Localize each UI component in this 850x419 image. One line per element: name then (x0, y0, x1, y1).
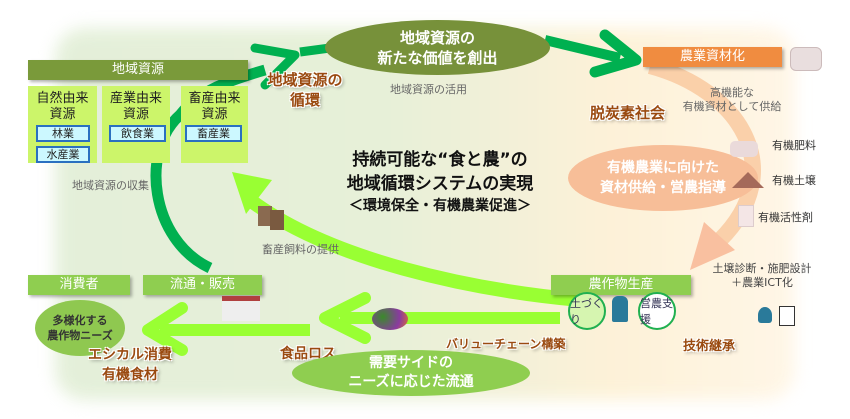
organic-support-line2: 資材供給・営農指導 (600, 180, 726, 196)
center-title-line1: 持続可能な“食と農”の (352, 150, 528, 170)
center-title-line2: 地域循環システムの実現 (346, 174, 534, 194)
badge-food-service: 飲食業 (109, 125, 166, 142)
demand-ellipse: 需要サイドの ニーズに応じた流通 (292, 350, 530, 396)
light-green-arrowhead (232, 172, 272, 214)
industrial-resources-box: 産業由来資源 飲食業 (102, 86, 170, 163)
regional-resources-header: 地域資源 (28, 60, 248, 80)
materials-header: 農業資材化 (643, 47, 782, 67)
consumers-header: 消費者 (28, 275, 130, 295)
industrial-resources-title: 産業由来資源 (109, 91, 162, 122)
circulation-label: 地域資源の 循環 (262, 70, 348, 110)
center-title: 持続可能な“食と農”の 地域循環システムの実現 ＜環境保全・有機農業促進＞ (320, 148, 560, 216)
diverse-needs-line1: 多様化する (52, 314, 108, 327)
ethical-line2: 有機食材 (102, 367, 158, 383)
ethical-consumption-label: エシカル消費 有機食材 (84, 345, 176, 385)
feed-note: 畜産飼料の提供 (262, 243, 339, 256)
soil-building-circle: 土づくり (568, 292, 606, 330)
store-icon (222, 296, 260, 321)
badge-livestock: 畜産業 (185, 125, 242, 142)
product-organic-activator: 有機活性剤 (758, 211, 813, 224)
distribution-header: 流通・販売 (143, 275, 262, 295)
tech-note: 土壌診断・施肥設計 ＋農業ICT化 (706, 262, 818, 290)
tech-note-line1: 土壌診断・施肥設計 (712, 262, 812, 275)
new-value-line1: 地域資源の (399, 28, 475, 47)
circulation-line1: 地域資源の (267, 71, 343, 89)
advisor-icon (758, 307, 772, 323)
collection-note: 地域資源の収集 (72, 179, 149, 192)
feed-bag-icon (258, 206, 272, 226)
utilization-note: 地域資源の活用 (390, 83, 467, 96)
document-pen-icon (779, 306, 795, 326)
natural-resources-title: 自然由来資源 (36, 91, 89, 122)
organic-activator-icon (738, 205, 754, 227)
diverse-needs-line2: 農作物ニーズ (47, 329, 113, 342)
diverse-needs-ellipse: 多様化する 農作物ニーズ (35, 300, 125, 356)
badge-fishery: 水産業 (36, 146, 90, 163)
value-chain-label: バリューチェーン構築 (446, 337, 566, 351)
organic-fertilizer-icon (730, 141, 758, 157)
farming-support-circle: 営農支援 (638, 292, 676, 330)
supply-note: 高機能な 有機資材として供給 (676, 86, 788, 114)
livestock-resources-title: 畜産由来資源 (188, 91, 241, 122)
orange-arrowhead (690, 222, 735, 270)
product-organic-soil: 有機土壌 (772, 174, 816, 187)
supply-note-line1: 高機能な (710, 86, 754, 99)
badge-forestry: 林業 (36, 125, 90, 142)
light-green-flow-arrow (245, 194, 581, 307)
dark-green-flow-arrow (150, 64, 267, 273)
livestock-resources-box: 畜産由来資源 畜産業 (181, 86, 248, 163)
diagram-background (55, 28, 795, 400)
organic-support-line1: 有機農業に向けた (607, 160, 719, 176)
product-organic-fertilizer: 有機肥料 (772, 139, 816, 152)
organic-support-ellipse: 有機農業に向けた 資材供給・営農指導 (568, 145, 758, 211)
vegetables-icon (372, 308, 408, 330)
new-value-line2: 新たな価値を創出 (377, 48, 498, 67)
demand-line1: 需要サイドの (369, 355, 453, 371)
decarbon-label: 脱炭素社会 (590, 104, 666, 122)
natural-resources-box: 自然由来資源 林業 水産業 (28, 86, 97, 163)
tech-succession-label: 技術継承 (683, 339, 736, 354)
organic-soil-icon (732, 172, 764, 188)
new-value-ellipse: 地域資源の 新たな価値を創出 (325, 20, 550, 75)
production-header: 農作物生産 (551, 275, 691, 295)
circulation-line2: 循環 (289, 91, 320, 109)
center-title-line3: ＜環境保全・有機農業促進＞ (349, 198, 531, 214)
demand-line2: ニーズに応じた流通 (348, 374, 474, 390)
fertilizer-bag-icon (790, 47, 822, 71)
ethical-line1: エシカル消費 (88, 347, 172, 363)
feed-bag-icon-2 (270, 210, 284, 230)
farmer-icon (612, 296, 628, 322)
supply-note-line2: 有機資材として供給 (682, 100, 782, 113)
tech-note-line2: ＋農業ICT化 (731, 276, 793, 289)
